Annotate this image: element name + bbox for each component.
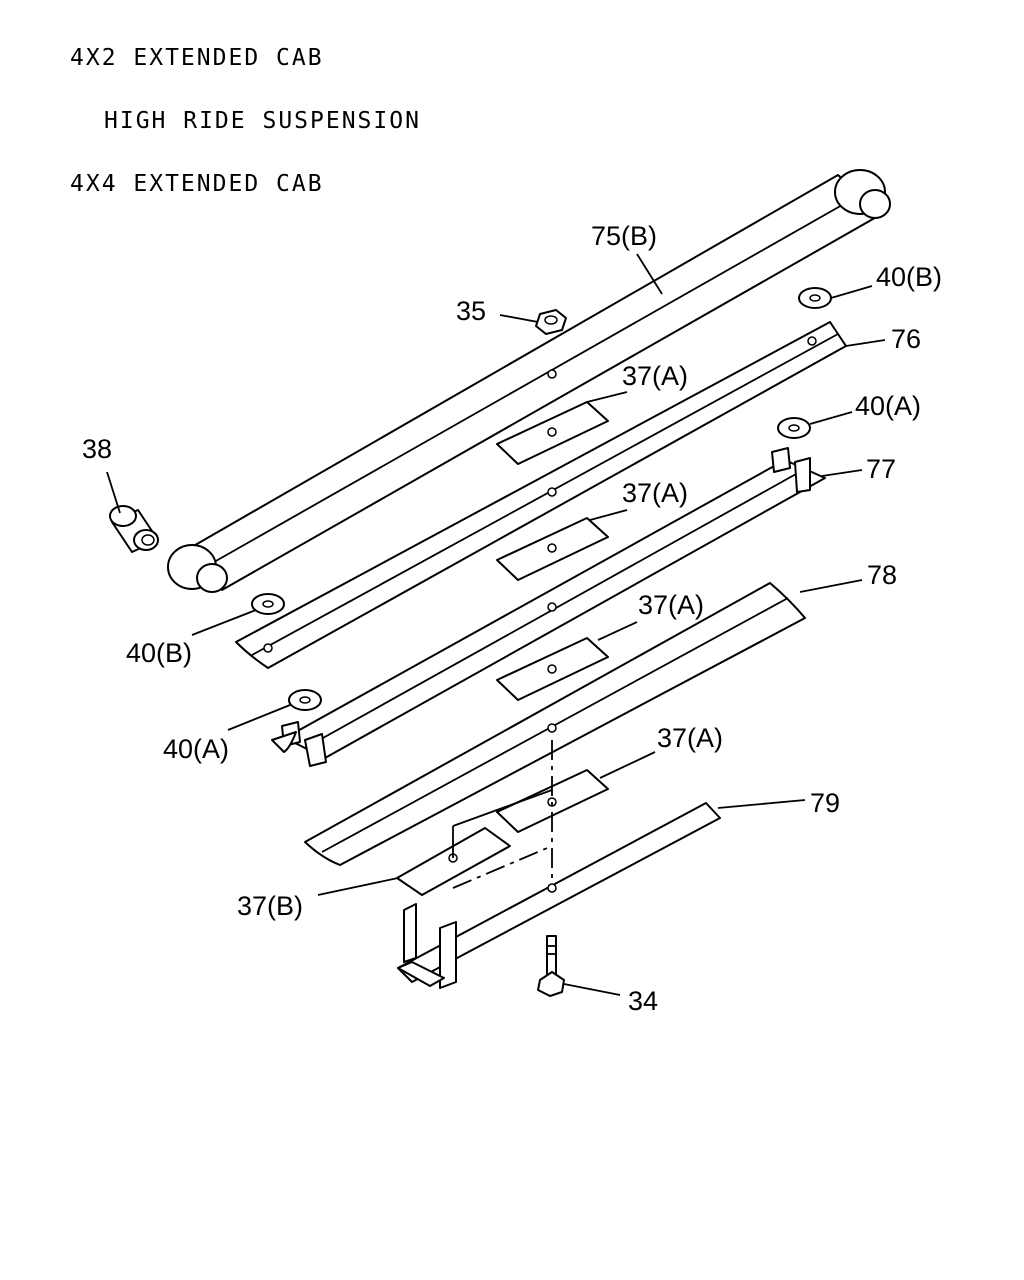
label-78: 78 — [867, 560, 897, 590]
label-37a-4: 37(A) — [657, 723, 723, 753]
washer-40a-top — [777, 417, 811, 439]
leaf-78 — [304, 582, 806, 866]
bolt-34 — [537, 935, 565, 997]
header-line-3: 4X4 EXTENDED CAB — [70, 171, 324, 197]
pad-37a-1 — [496, 401, 609, 465]
label-35: 35 — [456, 296, 486, 326]
label-34: 34 — [628, 986, 658, 1016]
label-37a-2: 37(A) — [622, 478, 688, 508]
header-line-2: HIGH RIDE SUSPENSION — [104, 108, 421, 134]
pad-37b — [396, 827, 511, 896]
label-75b: 75(B) — [591, 221, 657, 251]
label-40a-top: 40(A) — [855, 391, 921, 421]
washer-40b-left — [251, 593, 285, 615]
washer-40a-left — [288, 689, 322, 711]
leaf-79 — [397, 802, 721, 989]
washer-40b-top — [798, 287, 832, 309]
leader-lines — [106, 253, 886, 996]
label-40a-left: 40(A) — [163, 734, 229, 764]
label-40b-left: 40(B) — [126, 638, 192, 668]
leaf-75b — [167, 169, 891, 593]
label-37a-1: 37(A) — [622, 361, 688, 391]
bushing-38 — [109, 505, 159, 553]
nut-35 — [535, 309, 567, 335]
label-37b: 37(B) — [237, 891, 303, 921]
pad-37a-2 — [496, 517, 609, 581]
pad-37a-3 — [496, 637, 609, 701]
leaf-77 — [271, 447, 826, 767]
label-79: 79 — [810, 788, 840, 818]
label-77: 77 — [866, 454, 896, 484]
diagram-header: 4X2 EXTENDED CAB HIGH RIDE SUSPENSION 4X… — [70, 6, 421, 216]
centre-bolt-axis — [452, 740, 553, 889]
label-38: 38 — [82, 434, 112, 464]
header-line-1: 4X2 EXTENDED CAB — [70, 45, 324, 71]
label-40b-top: 40(B) — [876, 262, 942, 292]
label-76: 76 — [891, 324, 921, 354]
part-labels: 75(B) 35 40(B) 76 37(A) 40(A) 38 77 37(A… — [82, 221, 942, 1016]
label-37a-3: 37(A) — [638, 590, 704, 620]
